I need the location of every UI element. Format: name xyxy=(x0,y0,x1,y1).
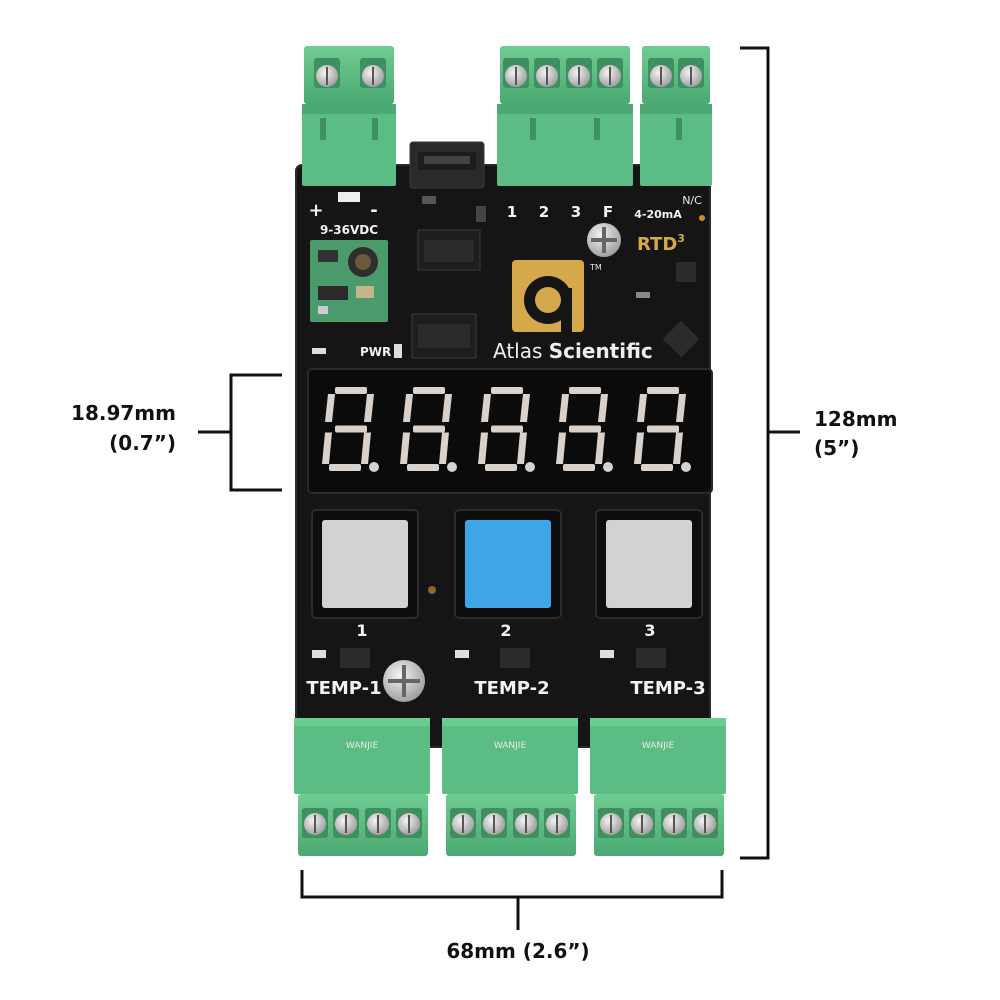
relay-label-2: 2 xyxy=(539,203,549,221)
power-terminal-block xyxy=(302,46,396,186)
current-terminal-block xyxy=(640,46,712,186)
header-connector xyxy=(409,141,485,189)
nc-label: N/C xyxy=(682,194,702,207)
relay-label-f: F xyxy=(603,203,613,221)
pwr-label: PWR xyxy=(360,345,391,359)
connector-brand-1: WANJIE xyxy=(346,741,379,751)
brand-name: Atlas Scientific xyxy=(493,339,653,363)
product-superscript: 3 xyxy=(677,232,685,245)
power-voltage-label: 9-36VDC xyxy=(320,223,378,237)
relay-labels: 1 2 3 F xyxy=(507,203,613,221)
channel-label-temp-2: TEMP-2 xyxy=(474,678,549,699)
display-digit-4 xyxy=(556,387,613,472)
height-dimension-bracket xyxy=(740,46,800,860)
channel-label-temp-3: TEMP-3 xyxy=(630,678,705,699)
digit-height-bracket xyxy=(198,373,282,492)
digit-height-mm: 18.97mm xyxy=(71,401,176,425)
brand-prefix: Atlas xyxy=(493,339,542,363)
connector-brand-2: WANJIE xyxy=(494,741,527,751)
relay-label-3: 3 xyxy=(571,203,581,221)
brand-logo: TM xyxy=(512,260,602,332)
probe-terminal-block-1: WANJIE xyxy=(294,718,430,856)
width-dimension: 68mm (2.6”) xyxy=(446,939,589,963)
channel-label-temp-1: TEMP-1 xyxy=(306,678,381,699)
button-2[interactable] xyxy=(454,509,562,619)
current-output-label: 4-20mA xyxy=(634,208,682,221)
probe-terminal-block-3: WANJIE xyxy=(590,718,726,856)
button-label-2: 2 xyxy=(500,621,511,640)
dc-dc-module xyxy=(310,240,388,322)
channel-components xyxy=(312,648,666,668)
mounting-screw-top xyxy=(587,223,621,257)
pcb-components xyxy=(312,196,700,359)
button-label-3: 3 xyxy=(644,621,655,640)
display-digit-5 xyxy=(634,387,691,472)
trademark-mark: TM xyxy=(589,263,602,272)
width-dimension-bracket xyxy=(300,870,724,930)
button-1[interactable] xyxy=(311,509,419,619)
relay-terminal-block xyxy=(497,46,633,186)
connector-brand-3: WANJIE xyxy=(642,741,675,751)
digit-height-in: (0.7”) xyxy=(109,431,176,455)
button-label-1: 1 xyxy=(356,621,367,640)
seven-segment-display xyxy=(307,368,713,494)
mounting-screw-bottom xyxy=(383,660,425,702)
product-label: RTD3 xyxy=(637,232,685,255)
display-digit-3 xyxy=(478,387,535,472)
display-digit-1 xyxy=(322,387,379,472)
display-digit-2 xyxy=(400,387,457,472)
relay-label-1: 1 xyxy=(507,203,517,221)
power-minus-label: - xyxy=(370,200,377,221)
button-3[interactable] xyxy=(595,509,703,619)
power-plus-label: + xyxy=(308,200,323,221)
probe-terminal-block-2: WANJIE xyxy=(442,718,578,856)
brand-suffix: Scientific xyxy=(549,339,653,363)
height-dimension-mm: 128mm xyxy=(814,407,897,431)
height-dimension-in: (5”) xyxy=(814,436,859,460)
